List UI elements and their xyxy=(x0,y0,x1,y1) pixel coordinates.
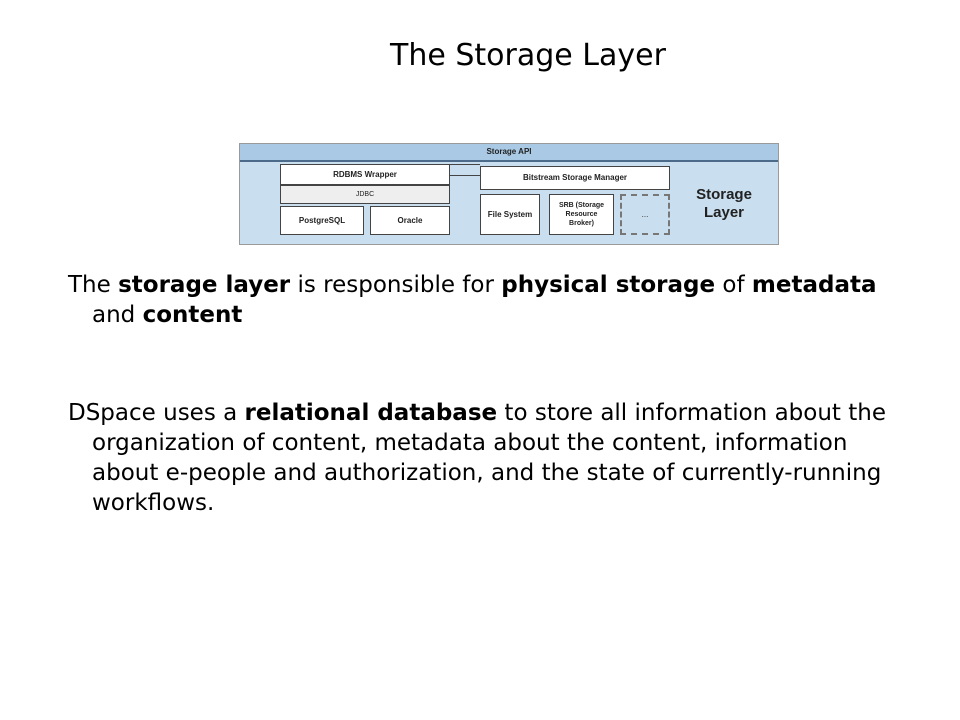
connector-lines xyxy=(450,164,480,176)
slide-title: The Storage Layer xyxy=(390,38,666,73)
srb-box: SRB (Storage Resource Broker) xyxy=(549,194,614,235)
p2-text-1: DSpace uses a xyxy=(68,400,245,426)
more-storage-placeholder: ... xyxy=(620,194,670,235)
p1-bold-content: content xyxy=(142,302,243,328)
storage-api-bar: Storage API xyxy=(240,144,778,162)
p2-text-2: to store all information about the organ… xyxy=(92,400,886,516)
p1-text-2: is responsible for xyxy=(290,272,502,298)
storage-layer-diagram: Storage API RDBMS Wrapper JDBC PostgreSQ… xyxy=(239,143,779,245)
p1-bold-physical-storage: physical storage xyxy=(501,272,716,298)
jdbc-box: JDBC xyxy=(280,185,450,204)
p1-text-3: of xyxy=(715,272,752,298)
p1-text-1: The xyxy=(68,272,119,298)
bitstream-storage-manager-box: Bitstream Storage Manager xyxy=(480,166,670,190)
oracle-box: Oracle xyxy=(370,206,450,235)
file-system-box: File System xyxy=(480,194,540,235)
p2-bold-relational-database: relational database xyxy=(244,400,498,426)
p1-bold-storage-layer: storage layer xyxy=(118,272,291,298)
paragraph-relational-database: DSpace uses a relational database to sto… xyxy=(68,398,918,518)
storage-layer-label: Storage Layer xyxy=(696,186,752,221)
postgresql-box: PostgreSQL xyxy=(280,206,364,235)
p1-bold-metadata: metadata xyxy=(751,272,877,298)
paragraph-storage-layer: The storage layer is responsible for phy… xyxy=(68,270,918,330)
p1-text-4: and xyxy=(92,302,143,328)
rdbms-wrapper-box: RDBMS Wrapper xyxy=(280,164,450,185)
